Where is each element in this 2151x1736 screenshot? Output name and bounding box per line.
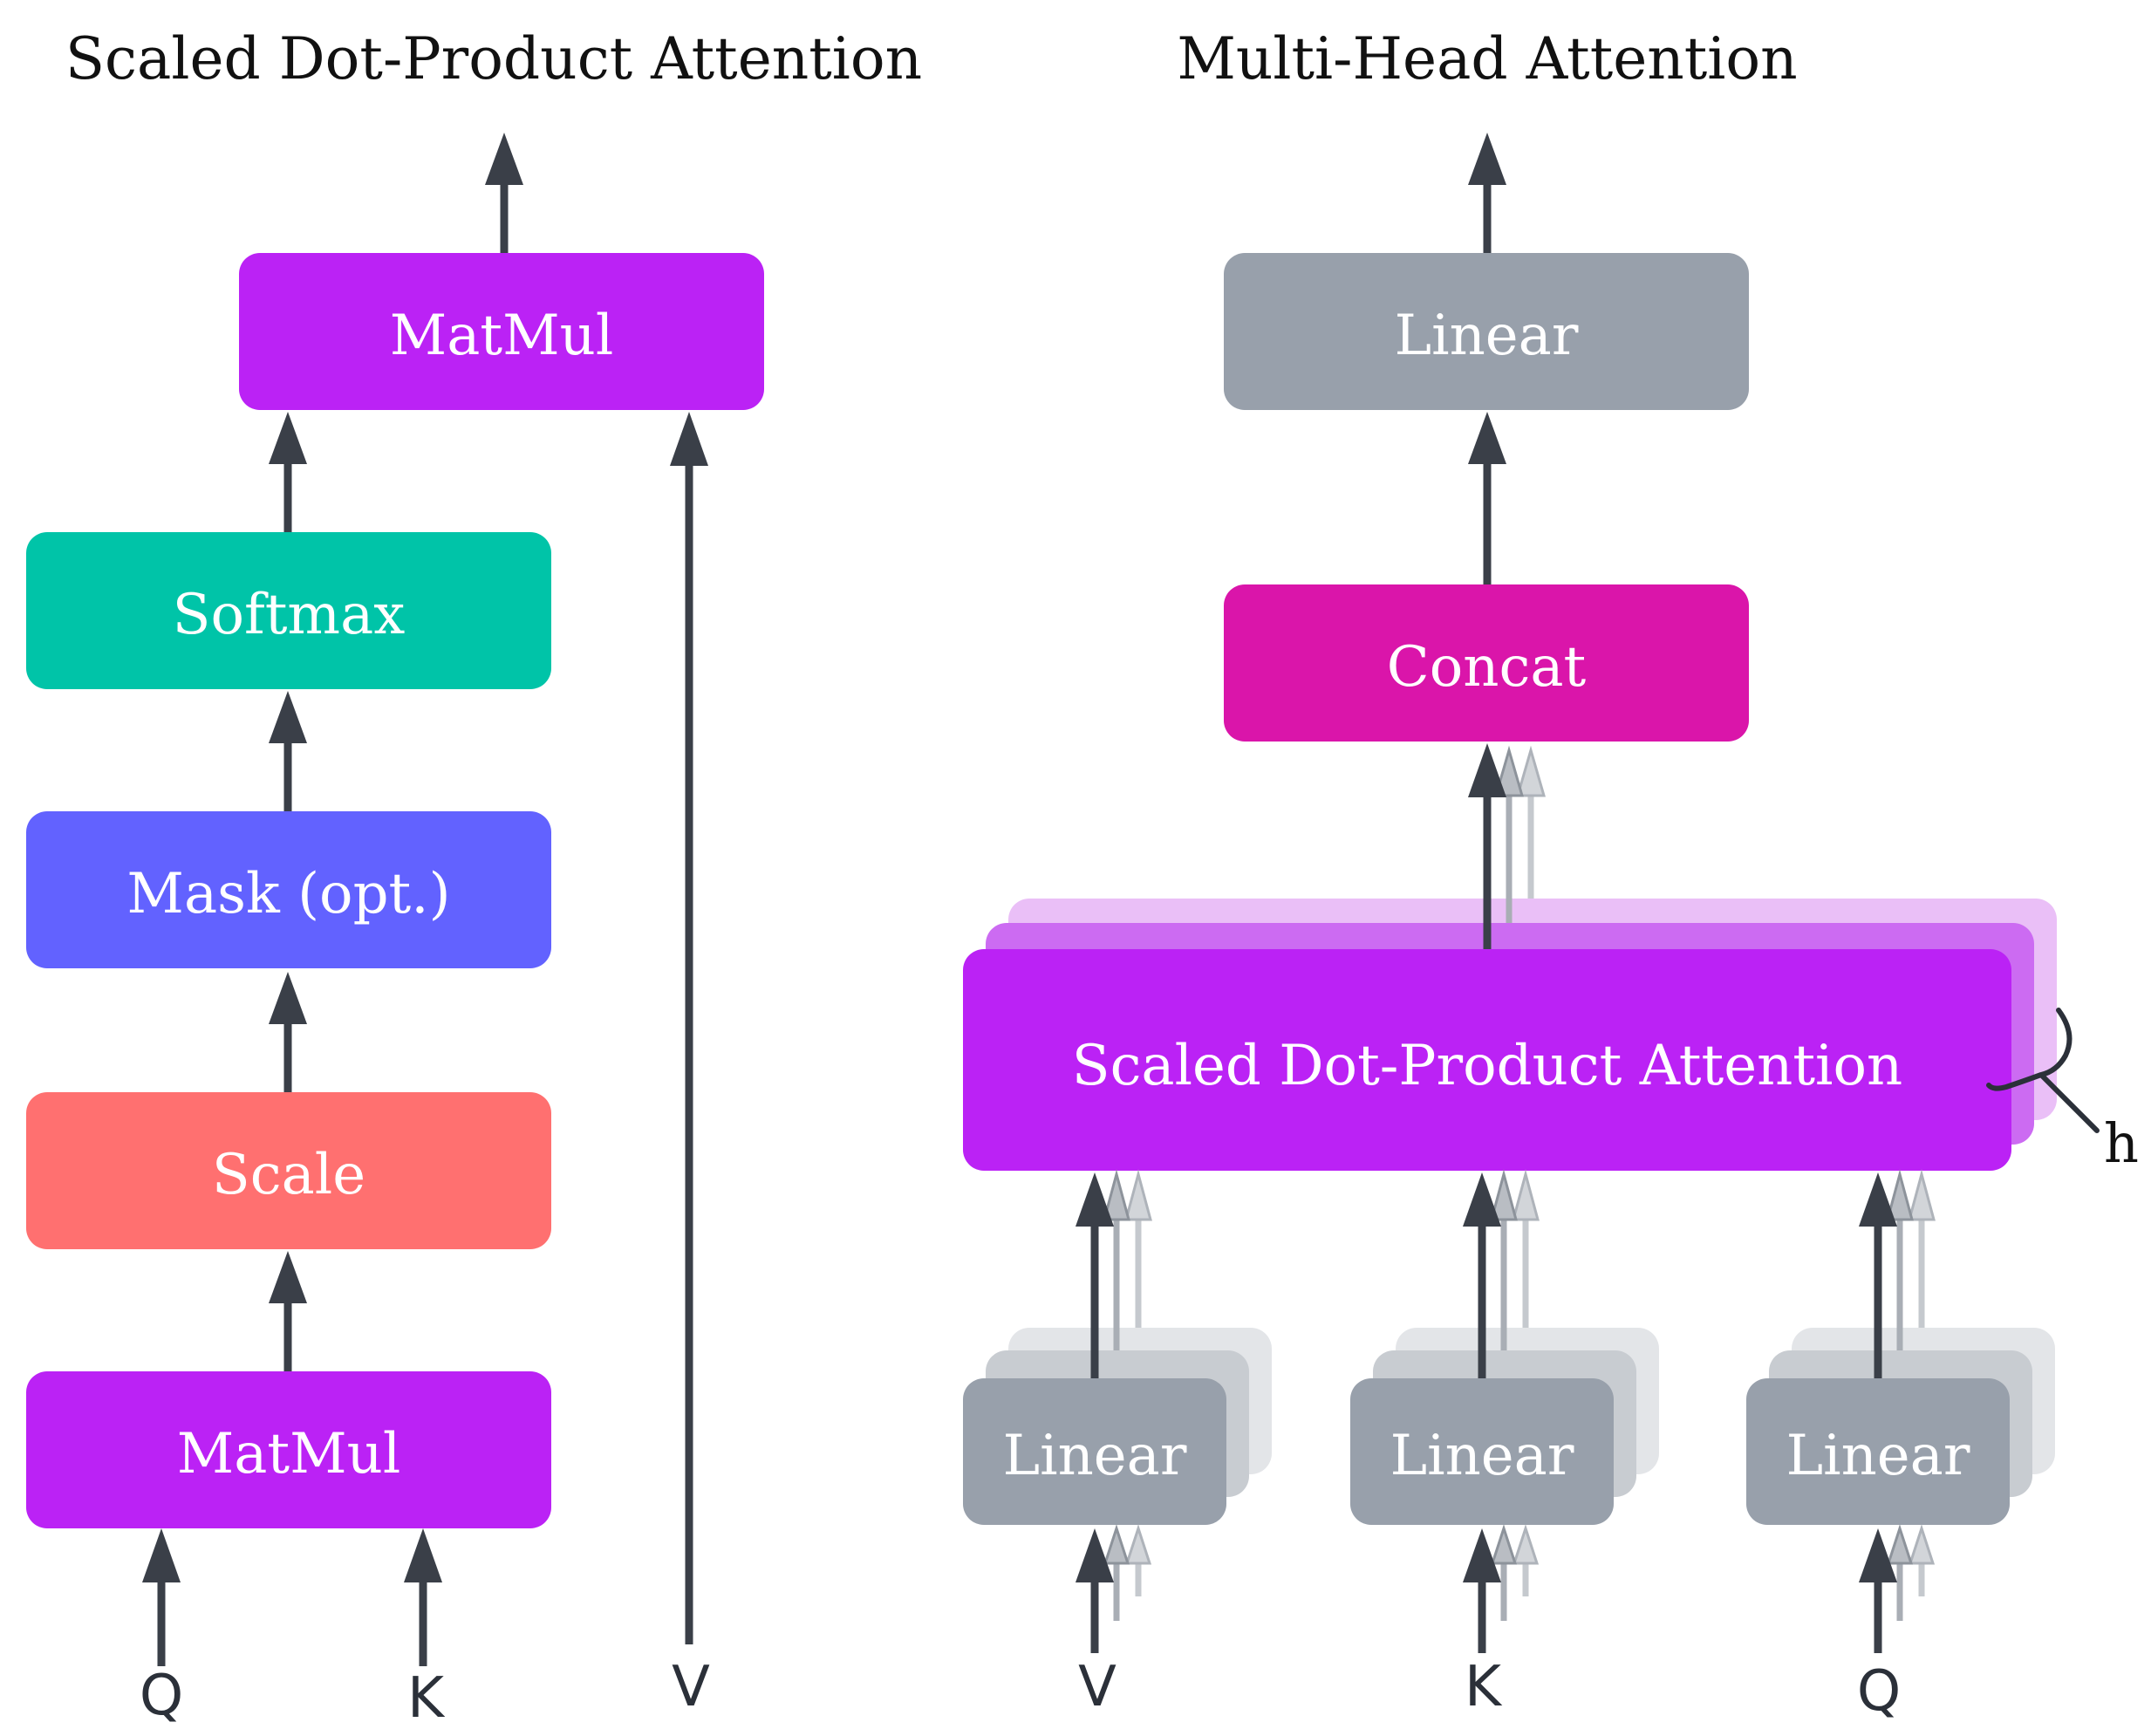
block-attention-label: Scaled Dot-Product Attention: [1072, 1034, 1903, 1098]
block-mask-label: Mask (opt.): [126, 862, 450, 926]
column-q: Linear Q: [1746, 1169, 2055, 1724]
block-linear-v: [963, 1378, 1226, 1525]
arrow-matmul-top-output-head: [485, 133, 523, 185]
arrow-k-in-head: [1463, 1528, 1501, 1582]
block-linear-top-label: Linear: [1395, 304, 1579, 368]
arrow-k-input-head: [404, 1528, 442, 1582]
arrow-scale-to-mask-head: [269, 972, 307, 1024]
block-matmul-top: MatMul: [239, 253, 764, 410]
arrow-q-out-ghost-1-head: [1886, 1169, 1914, 1221]
arrow-q-in-ghost-2-head: [1908, 1524, 1936, 1565]
right-top-arrows: [1468, 133, 1506, 584]
arrow-q-in-ghost-1-head: [1886, 1524, 1914, 1565]
block-concat-label: Concat: [1387, 635, 1587, 700]
block-linear-q-label: Linear: [1786, 1424, 1970, 1488]
block-matmul-bottom: MatMul: [26, 1371, 551, 1528]
left-arrows: [142, 133, 708, 1666]
input-v-label: V: [672, 1655, 710, 1719]
column-k: Linear K: [1350, 1169, 1659, 1719]
arrow-k-out-ghost-2-head: [1512, 1169, 1540, 1221]
arrow-v-in-ghost-2-head: [1124, 1524, 1152, 1565]
heads-brace: h: [1986, 1008, 2139, 1175]
block-concat: Concat: [1224, 584, 1749, 742]
block-linear-q: [1746, 1378, 2010, 1525]
block-linear-v-label: Linear: [1003, 1424, 1187, 1488]
arrow-attn-to-concat-ghost-2-head: [1516, 745, 1546, 797]
right-title: Multi-Head Attention: [1177, 25, 1797, 92]
arrow-attn-to-concat-head: [1468, 743, 1506, 797]
arrow-q-in-head: [1859, 1528, 1897, 1582]
arrow-attn-to-concat-ghost-1-head: [1494, 745, 1524, 797]
arrow-v-out-head: [1076, 1172, 1114, 1227]
left-panel: Scaled Dot-Product Attention MatMul: [26, 25, 922, 1731]
arrow-k-in-ghost-2-head: [1512, 1524, 1540, 1565]
arrow-q-out-ghost-2-head: [1908, 1169, 1936, 1221]
block-matmul-top-label: MatMul: [390, 304, 614, 368]
block-matmul-bottom-label: MatMul: [177, 1422, 401, 1487]
right-input-k-label: K: [1465, 1655, 1503, 1719]
block-linear-top: Linear: [1224, 253, 1749, 410]
block-scale-label: Scale: [212, 1143, 365, 1207]
arrow-k-in-ghost-1-head: [1490, 1524, 1518, 1565]
right-input-v-label: V: [1078, 1655, 1116, 1719]
arrow-mask-to-softmax-head: [269, 691, 307, 743]
block-linear-k: [1350, 1378, 1614, 1525]
arrow-linear-output-head: [1468, 133, 1506, 185]
column-v: Linear V: [963, 1169, 1272, 1719]
arrow-v-input-head: [670, 412, 708, 466]
block-softmax-label: Softmax: [173, 583, 406, 647]
heads-brace-icon: [1986, 1008, 2100, 1133]
arrow-q-input-head: [142, 1528, 181, 1582]
right-panel: Multi-Head Attention Linear Concat: [963, 25, 2139, 1724]
block-scale: Scale: [26, 1092, 551, 1249]
left-title: Scaled Dot-Product Attention: [65, 25, 922, 92]
right-input-q-label: Q: [1857, 1659, 1901, 1724]
input-k-label: K: [407, 1666, 446, 1731]
arrow-concat-to-linear-head: [1468, 412, 1506, 464]
block-linear-k-label: Linear: [1390, 1424, 1574, 1488]
arrow-matmul-to-scale-head: [269, 1251, 307, 1303]
input-q-label: Q: [140, 1664, 183, 1728]
arrow-v-in-ghost-1-head: [1103, 1524, 1130, 1565]
attention-to-concat-arrows: [1468, 743, 1546, 960]
arrow-v-out-ghost-2-head: [1124, 1169, 1152, 1221]
heads-label: h: [2104, 1111, 2139, 1175]
arrow-k-out-ghost-1-head: [1490, 1169, 1518, 1221]
arrow-softmax-to-matmul-head: [269, 412, 307, 464]
arrow-k-out-head: [1463, 1172, 1501, 1227]
block-softmax: Softmax: [26, 532, 551, 689]
arrow-q-out-head: [1859, 1172, 1897, 1227]
block-attention-front: Scaled Dot-Product Attention: [963, 949, 2011, 1171]
block-mask: Mask (opt.): [26, 811, 551, 968]
arrow-v-out-ghost-1-head: [1103, 1169, 1130, 1221]
arrow-v-in-head: [1076, 1528, 1114, 1582]
